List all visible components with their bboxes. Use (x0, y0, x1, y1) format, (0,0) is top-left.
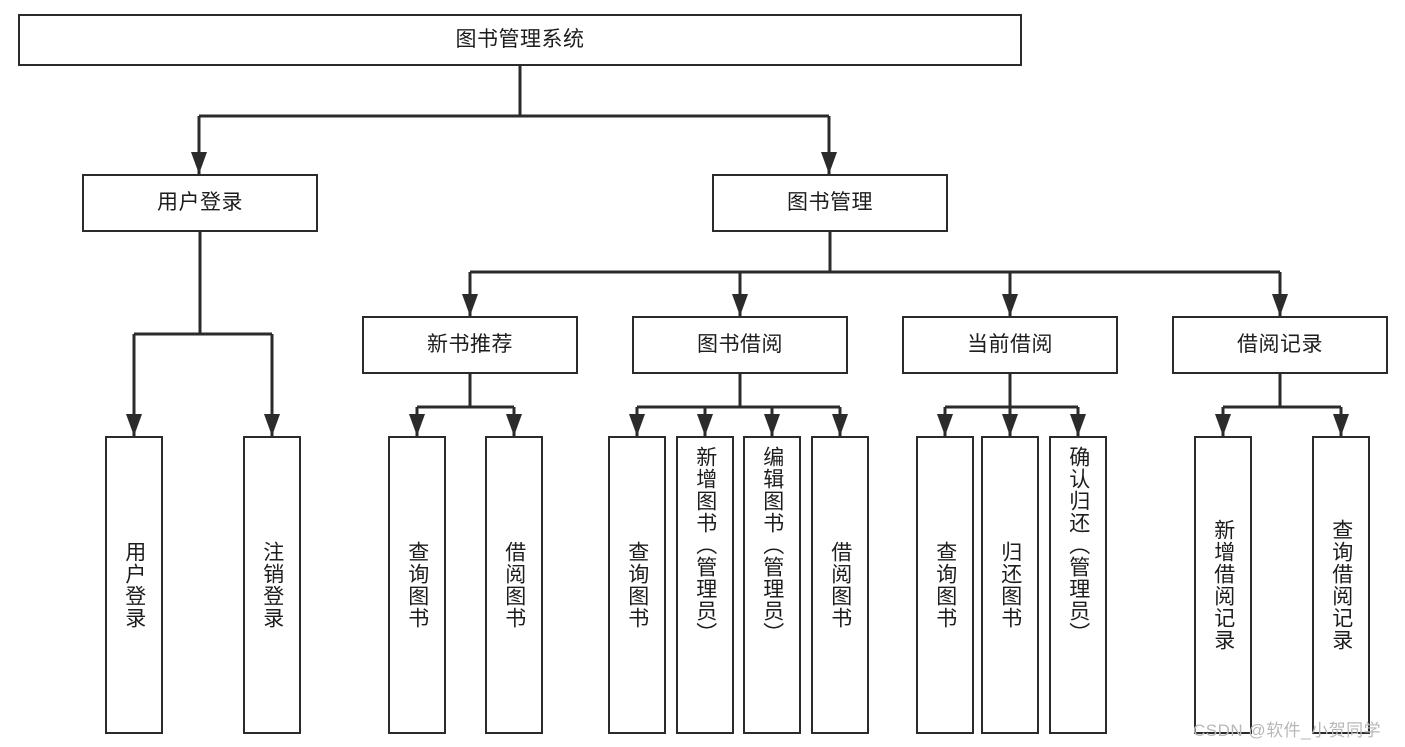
node-leaf-query-record[interactable]: 查询借阅记录 (1312, 436, 1370, 734)
node-label: 图书管理 (787, 190, 873, 214)
arrowhead (126, 414, 142, 436)
node-label: 当前借阅 (967, 332, 1053, 356)
node-label: 图书借阅 (697, 332, 783, 356)
arrowhead (1002, 414, 1018, 436)
node-label: 用户登录 (157, 190, 243, 214)
node-leaf-edit-book[interactable]: 编辑图书（管理员） (743, 436, 801, 734)
arrowhead (732, 294, 748, 316)
node-label: 注销登录 (260, 541, 284, 629)
arrowhead (409, 414, 425, 436)
arrowhead (697, 414, 713, 436)
node-leaf-query-book-1[interactable]: 查询图书 (388, 436, 446, 734)
node-leaf-borrow-book-1[interactable]: 借阅图书 (485, 436, 543, 734)
arrowhead (821, 152, 837, 174)
node-leaf-confirm-return[interactable]: 确认归还（管理员） (1049, 436, 1107, 734)
arrowhead (191, 152, 207, 174)
node-label: 查询图书 (625, 541, 649, 629)
arrowhead (764, 414, 780, 436)
arrowhead (937, 414, 953, 436)
node-leaf-user-login[interactable]: 用户登录 (105, 436, 163, 734)
node-current-borrow[interactable]: 当前借阅 (902, 316, 1118, 374)
arrowhead (462, 294, 478, 316)
node-leaf-add-record[interactable]: 新增借阅记录 (1194, 436, 1252, 734)
node-leaf-add-book[interactable]: 新增图书（管理员） (676, 436, 734, 734)
arrowhead (1070, 414, 1086, 436)
arrowhead (832, 414, 848, 436)
node-user-login[interactable]: 用户登录 (82, 174, 318, 232)
node-label: 用户登录 (122, 541, 146, 629)
arrowhead (506, 414, 522, 436)
node-label: 借阅图书 (828, 541, 852, 629)
arrowhead (1215, 414, 1231, 436)
node-book-manage[interactable]: 图书管理 (712, 174, 948, 232)
node-label: 归还图书 (998, 541, 1022, 629)
node-label: 新书推荐 (427, 332, 513, 356)
node-label: 借阅记录 (1237, 332, 1323, 356)
watermark: CSDN @软件_小贺同学 (1193, 721, 1382, 740)
node-borrow-record[interactable]: 借阅记录 (1172, 316, 1388, 374)
node-label: 查询图书 (933, 541, 957, 629)
node-new-book-rec[interactable]: 新书推荐 (362, 316, 578, 374)
node-root[interactable]: 图书管理系统 (18, 14, 1022, 66)
node-label: 确认归还（管理员） (1066, 446, 1090, 644)
node-leaf-user-logout[interactable]: 注销登录 (243, 436, 301, 734)
node-label: 查询图书 (405, 541, 429, 629)
node-label: 新增图书（管理员） (693, 446, 717, 644)
arrowhead (629, 414, 645, 436)
node-leaf-borrow-book-2[interactable]: 借阅图书 (811, 436, 869, 734)
node-label: 图书管理系统 (455, 27, 585, 51)
node-book-borrow[interactable]: 图书借阅 (632, 316, 848, 374)
node-label: 查询借阅记录 (1329, 519, 1353, 651)
arrowhead (1272, 294, 1288, 316)
arrowhead (264, 414, 280, 436)
arrowhead (1002, 294, 1018, 316)
node-label: 编辑图书（管理员） (760, 446, 784, 644)
node-label: 新增借阅记录 (1211, 519, 1235, 651)
node-leaf-return-book[interactable]: 归还图书 (981, 436, 1039, 734)
node-leaf-query-book-2[interactable]: 查询图书 (608, 436, 666, 734)
arrowhead (1333, 414, 1349, 436)
node-leaf-query-book-3[interactable]: 查询图书 (916, 436, 974, 734)
node-label: 借阅图书 (502, 541, 526, 629)
